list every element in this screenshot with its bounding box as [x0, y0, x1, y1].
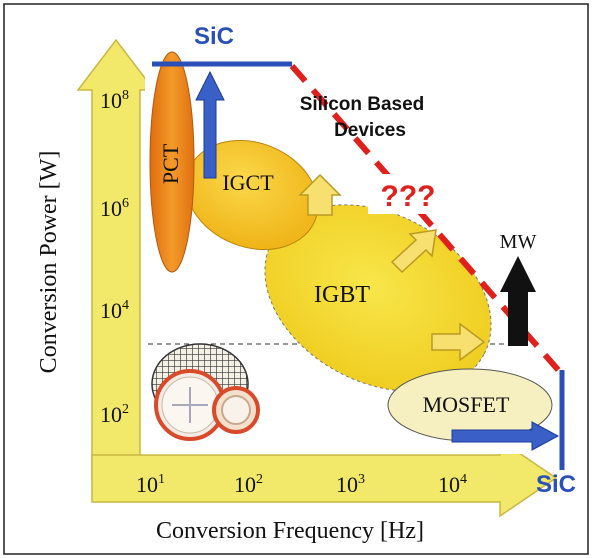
growth-arrow-2: [390, 229, 437, 274]
pct-label: PCT: [158, 143, 183, 184]
growth-arrow-1: [298, 173, 342, 216]
sic-right-arrow: [451, 421, 560, 451]
pct-region: [149, 51, 195, 273]
mw-arrow: [500, 256, 536, 346]
silicon-label-line2: Devices: [334, 120, 406, 141]
y-tick-1e8: 108: [100, 88, 129, 113]
mw-label: MW: [500, 231, 537, 253]
question-marks-bg: [368, 174, 452, 214]
x-tick-1e4: 104: [438, 472, 467, 497]
wafer-icon: [151, 343, 260, 441]
igbt-label: IGBT: [314, 282, 370, 308]
mosfet-label: MOSFET: [423, 392, 510, 417]
y-tick-1e4: 104: [100, 298, 129, 323]
sic-top-label: SiC: [194, 23, 234, 50]
x-tick-1e3: 103: [336, 472, 365, 497]
y-tick-1e2: 102: [100, 402, 129, 427]
igct-label: IGCT: [222, 170, 274, 195]
question-marks: ???: [381, 180, 436, 213]
sic-right-label: SiC: [536, 471, 576, 498]
y-tick-1e6: 106: [100, 196, 129, 221]
sic-up-arrow: [195, 70, 225, 179]
growth-arrow-3: [431, 322, 486, 362]
silicon-label-line1: Silicon Based: [300, 94, 425, 115]
y-axis-label: Conversion Power [W]: [36, 151, 62, 374]
y-axis-arrow: [76, 38, 156, 481]
x-tick-1e2: 102: [234, 472, 263, 497]
x-tick-1e1: 101: [136, 472, 165, 497]
x-axis-label: Conversion Frequency [Hz]: [156, 518, 424, 544]
